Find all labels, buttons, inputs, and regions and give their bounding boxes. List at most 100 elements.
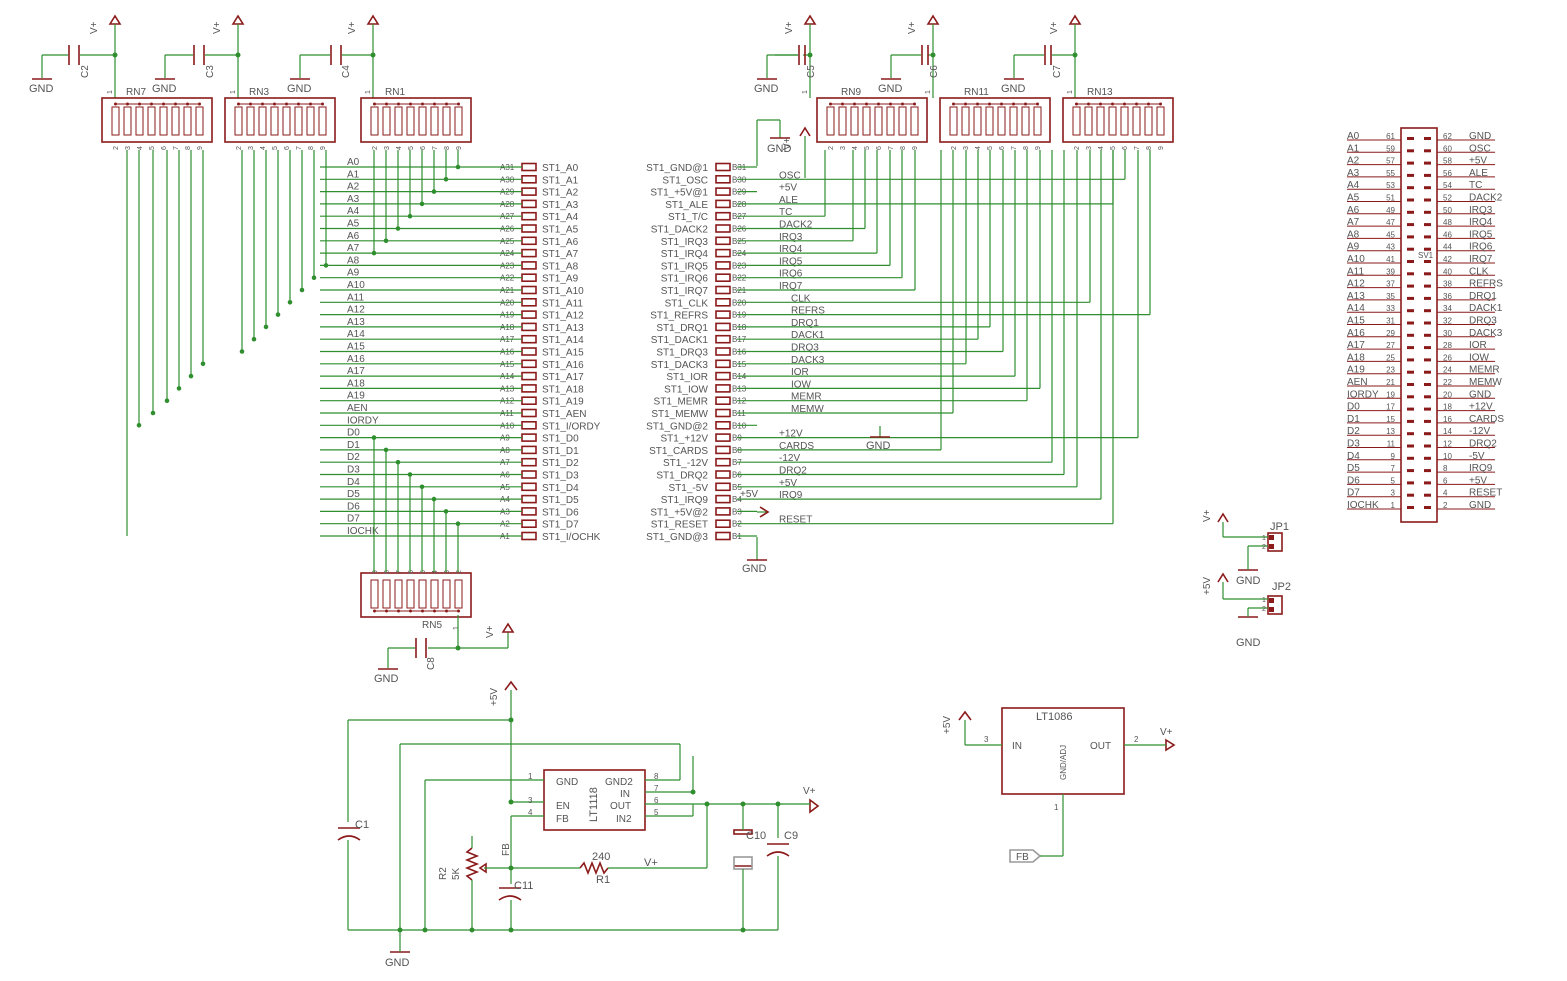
junction-dot (150, 410, 156, 416)
resistor-element (826, 106, 835, 136)
net-label: IRQ3 (779, 232, 803, 243)
connector-signal-label: ST1_IRQ6 (661, 274, 709, 285)
junction-dot (455, 521, 461, 526)
resistor-element (270, 106, 279, 136)
header-pin (1407, 161, 1414, 165)
connector-signal-label: ST1_A7 (542, 249, 579, 260)
vplus-label: V+ (782, 137, 793, 150)
lt1118-regulator: +5V V+ GND EN FB GND2 IN OUT IN2 LT1118 … (337, 680, 820, 969)
header-pin (1407, 173, 1414, 177)
resistor-element (430, 579, 439, 609)
resistor-pin-number: 4 (260, 146, 267, 150)
header-pin (1424, 186, 1431, 190)
net-label: MEMR (791, 392, 822, 403)
resistor-element (1144, 106, 1153, 136)
connector-signal-label: ST1_A2 (542, 188, 579, 199)
junction-dot (200, 361, 206, 367)
net-label: -5V (1469, 451, 1485, 462)
connector-signal-label: ST1_DACK1 (651, 335, 709, 346)
net-label: ALE (1469, 168, 1488, 179)
connector-pin (715, 371, 731, 381)
connector-pin (521, 384, 537, 393)
junction-dot (443, 177, 449, 182)
net-label: IRQ5 (1469, 229, 1493, 240)
connector-pin (521, 371, 537, 381)
net-label: ALE (779, 195, 798, 206)
jp2-pin1-label: 1 (1262, 597, 1266, 604)
net-label: D0 (1347, 402, 1360, 413)
connector-signal-label: ST1_DRQ2 (656, 471, 708, 482)
header-pin-number: 59 (1386, 144, 1395, 153)
connector-pin (715, 211, 731, 221)
header-pin-number: 36 (1443, 292, 1452, 301)
net-label: D3 (1347, 439, 1360, 450)
connector-signal-label: ST1_A15 (542, 348, 584, 359)
connector-pin (521, 531, 537, 541)
connector-pin (715, 445, 731, 455)
lt1086-pin-2: 2 (1134, 735, 1139, 744)
connector-signal-label: ST1_A11 (542, 298, 583, 309)
net-label: RESET (1469, 488, 1502, 499)
header-pin-number: 40 (1443, 267, 1452, 276)
net-label: AEN (347, 403, 368, 414)
header-pin (1424, 260, 1431, 263)
net-label: +5V (1469, 156, 1487, 167)
resistor-element (258, 106, 267, 136)
resistor-pack-name: RN7 (126, 87, 146, 98)
net-label: DRQ3 (791, 343, 819, 354)
header-pin-number: 62 (1443, 132, 1452, 141)
net-label: IRQ4 (779, 244, 803, 255)
connector-pin (521, 433, 537, 442)
lt1118-name: LT1118 (588, 787, 600, 822)
gnd-label: GND (29, 83, 54, 95)
net-label: IOCHK (347, 526, 379, 537)
resistor-pin-number: 2 (236, 146, 243, 150)
net-label: A17 (1347, 340, 1365, 351)
resistor-pin-number: 9 (320, 146, 327, 150)
header-pin (1407, 358, 1414, 362)
resistor-pack-name: RN9 (841, 87, 861, 98)
resistor-pin-number: 4 (1098, 146, 1105, 150)
resistor-pack-body (360, 97, 472, 143)
junction-dot (431, 189, 437, 194)
header-pin-number: 53 (1386, 181, 1395, 190)
header-pin (1424, 284, 1431, 288)
resistor-element (1132, 106, 1141, 136)
vplus-label: V+ (784, 21, 795, 34)
connector-pin (715, 175, 731, 184)
connector-signal-label: ST1_IRQ7 (661, 286, 709, 297)
resistor-pack-name: RN1 (385, 87, 405, 98)
net-label: A13 (1347, 291, 1365, 302)
connector-pin (715, 261, 731, 270)
resistor-element (973, 106, 982, 136)
net-label: DACK1 (791, 330, 825, 341)
net-label: A2 (1347, 156, 1360, 167)
connector-signal-label: ST1_CARDS (649, 446, 708, 457)
header-pin-number: 39 (1386, 267, 1395, 276)
resistor-pin-number: 6 (408, 570, 415, 574)
fb-port: FB (1016, 852, 1029, 863)
header-pin-number: 49 (1386, 206, 1395, 215)
junction-dot (431, 496, 437, 502)
connector-signal-label: ST1_A18 (542, 384, 584, 395)
header-pin-number: 55 (1386, 169, 1395, 178)
resistor-pin-number: 3 (384, 146, 391, 150)
connector-signal-label: ST1_A12 (542, 311, 584, 322)
header-pin (1407, 469, 1414, 473)
net-label: D0 (347, 428, 360, 439)
connector-pin (521, 236, 537, 246)
header-pin-number: 21 (1386, 378, 1395, 387)
net-label: A12 (1347, 279, 1365, 290)
resistor-element (394, 106, 403, 136)
resistor-pin-number: 9 (456, 146, 463, 150)
